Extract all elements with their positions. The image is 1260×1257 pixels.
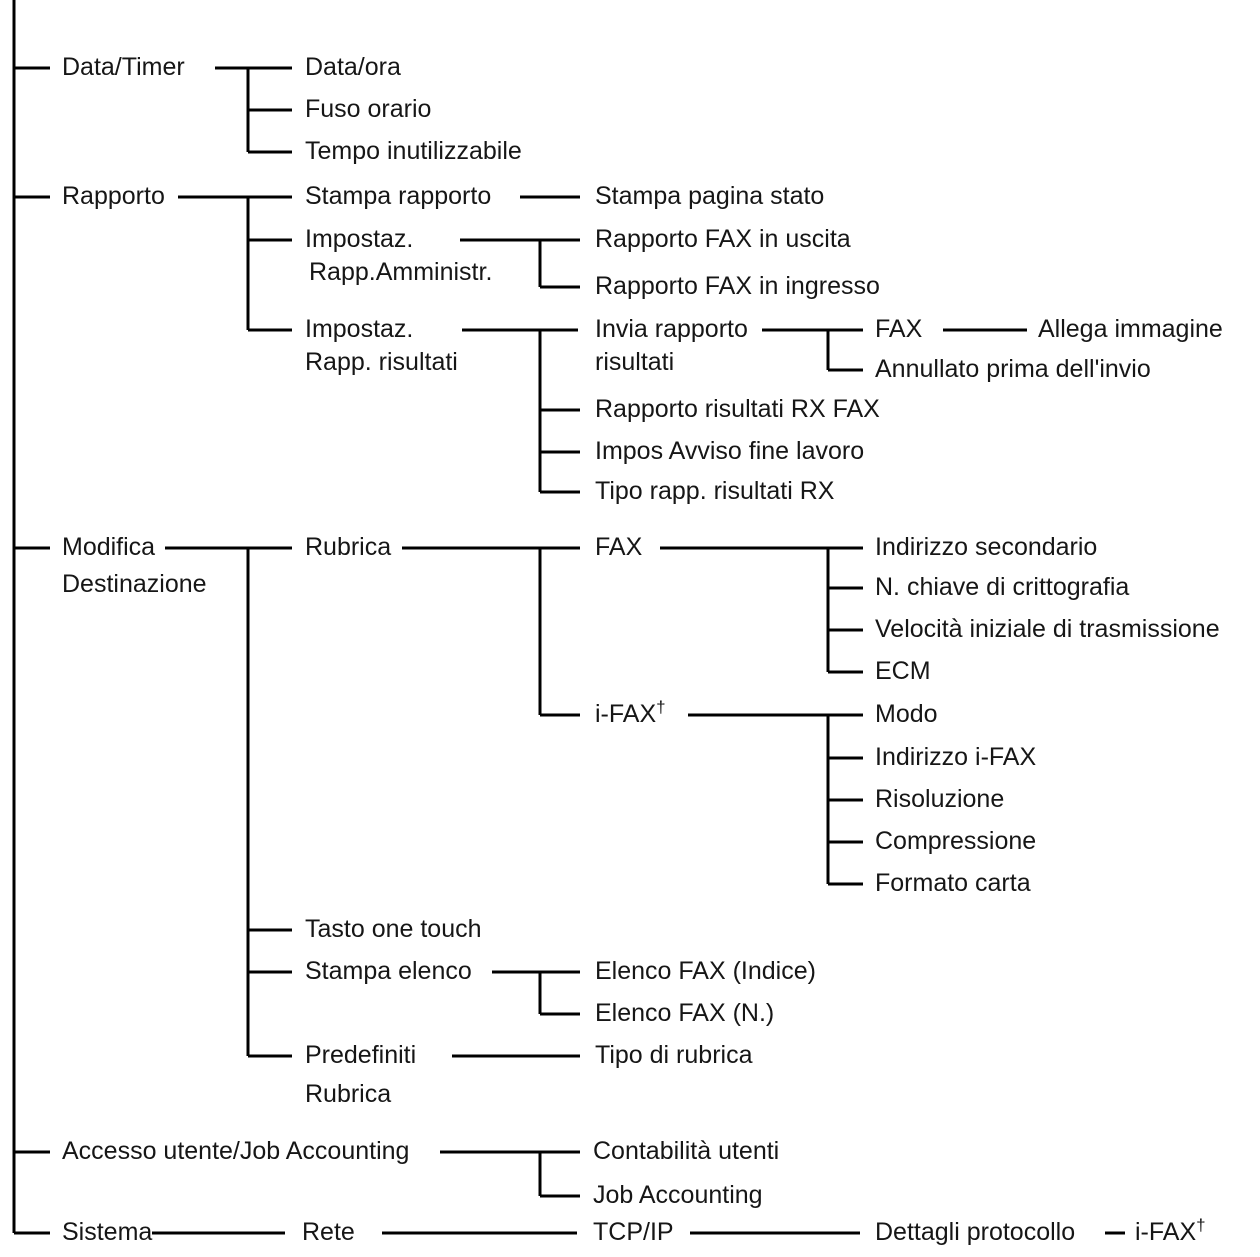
- node-contabilita-utenti: Contabilità utenti: [593, 1136, 780, 1165]
- node-tipo-rapp-risultati-rx: Tipo rapp. risultati RX: [595, 476, 835, 505]
- node-modifica-line2: Destinazione: [62, 569, 207, 598]
- node-annullato-prima-dell-invio: Annullato prima dell'invio: [875, 354, 1151, 383]
- node-tipo-di-rubrica: Tipo di rubrica: [595, 1040, 753, 1069]
- node-tasto-one-touch: Tasto one touch: [305, 914, 482, 943]
- node-dettagli-protocollo: Dettagli protocollo: [875, 1217, 1076, 1246]
- node-impostaz-rapp-risultati-line2: Rapp. risultati: [305, 347, 458, 376]
- node-invia-rapporto-line2: risultati: [595, 347, 675, 376]
- node-i-fax-protocollo: i-FAX†: [1135, 1215, 1206, 1246]
- node-rete: Rete: [302, 1217, 355, 1246]
- node-velocita-iniziale-di-trasmissione: Velocità iniziale di trasmissione: [875, 614, 1220, 643]
- node-impostaz-rapp-risultati: Impostaz.: [305, 314, 414, 343]
- node-accesso-utente-job-accounting: Accesso utente/Job Accounting: [62, 1136, 410, 1165]
- dagger-footnote-mark: †: [656, 697, 666, 717]
- node-fuso-orario: Fuso orario: [305, 94, 432, 123]
- node-impos-avviso-fine-lavoro: Impos Avviso fine lavoro: [595, 436, 865, 465]
- node-sistema: Sistema: [62, 1217, 153, 1246]
- node-indirizzo-i-fax: Indirizzo i-FAX: [875, 742, 1037, 771]
- node-indirizzo-secondario: Indirizzo secondario: [875, 532, 1098, 561]
- node-rubrica: Rubrica: [305, 532, 392, 561]
- node-tcp-ip: TCP/IP: [593, 1217, 674, 1246]
- node-rapporto-risultati-rx-fax: Rapporto risultati RX FAX: [595, 394, 880, 423]
- node-formato-carta: Formato carta: [875, 868, 1031, 897]
- node-invia-rapporto: Invia rapporto: [595, 314, 748, 343]
- node-impostaz-rapp-amministr-line2: Rapp.Amministr.: [309, 257, 493, 286]
- node-elenco-fax-indice: Elenco FAX (Indice): [595, 956, 816, 985]
- dagger-footnote-mark: †: [1196, 1215, 1206, 1235]
- node-predefiniti-rubrica: Predefiniti: [305, 1040, 417, 1069]
- node-fax-rubrica: FAX: [595, 532, 643, 561]
- node-impostaz-rapp-amministr: Impostaz.: [305, 224, 414, 253]
- node-stampa-elenco: Stampa elenco: [305, 956, 472, 985]
- node-n-chiave-di-crittografia: N. chiave di crittografia: [875, 572, 1130, 601]
- node-i-fax-rubrica: i-FAX†: [595, 697, 666, 728]
- node-compressione: Compressione: [875, 826, 1037, 855]
- node-predefiniti-rubrica-line2: Rubrica: [305, 1079, 392, 1108]
- node-fax-invia: FAX: [875, 314, 923, 343]
- node-modifica: Modifica: [62, 532, 156, 561]
- node-stampa-rapporto: Stampa rapporto: [305, 181, 492, 210]
- node-stampa-pagina-stato: Stampa pagina stato: [595, 181, 825, 210]
- node-rapporto-fax-in-ingresso: Rapporto FAX in ingresso: [595, 271, 880, 300]
- node-tempo-inutilizzabile: Tempo inutilizzabile: [305, 136, 522, 165]
- node-rapporto-fax-in-uscita: Rapporto FAX in uscita: [595, 224, 851, 253]
- node-rapporto: Rapporto: [62, 181, 165, 210]
- node-modo: Modo: [875, 699, 938, 728]
- node-allega-immagine: Allega immagine: [1038, 314, 1223, 343]
- node-elenco-fax-n: Elenco FAX (N.): [595, 998, 775, 1027]
- node-data-ora: Data/ora: [305, 52, 401, 81]
- node-data-timer: Data/Timer: [62, 52, 185, 81]
- node-risoluzione: Risoluzione: [875, 784, 1005, 813]
- node-ecm: ECM: [875, 656, 931, 685]
- node-job-accounting: Job Accounting: [593, 1180, 763, 1209]
